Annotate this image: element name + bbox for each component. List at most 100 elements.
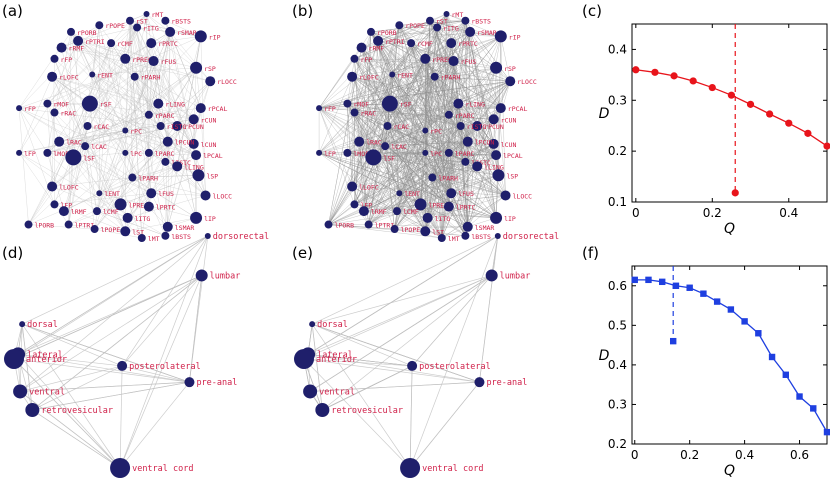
edge	[165, 20, 201, 37]
edge	[151, 193, 168, 227]
edge	[195, 67, 202, 109]
node-rpc	[122, 127, 129, 134]
edge	[70, 31, 126, 153]
edge	[399, 25, 466, 236]
edge	[354, 112, 494, 120]
edge	[441, 195, 506, 239]
node-rfus	[448, 56, 459, 67]
data-point	[823, 142, 830, 150]
edge	[319, 103, 390, 109]
edge	[20, 365, 123, 392]
edge	[347, 103, 360, 142]
node-rsp	[490, 61, 503, 74]
edge	[61, 47, 197, 156]
node-lmt	[437, 234, 446, 242]
edge	[361, 47, 450, 154]
node-label: rPARH	[141, 74, 161, 82]
y-tick-label: 0.3	[608, 397, 627, 411]
node-label: lCUN	[501, 141, 517, 149]
edge	[441, 206, 450, 239]
node-lprec	[414, 198, 427, 211]
edge	[378, 40, 497, 68]
node-label: rPC	[430, 127, 442, 135]
edge	[125, 217, 197, 232]
edge	[358, 141, 395, 230]
node-rcun	[188, 114, 199, 125]
node-label: rPORB	[377, 29, 397, 37]
edge	[441, 152, 450, 239]
plot-frame	[631, 265, 828, 445]
edge	[318, 107, 369, 225]
edge	[467, 175, 499, 227]
node-label: lPARC	[155, 150, 175, 158]
node-label: lCUN	[201, 141, 217, 149]
edge	[368, 177, 433, 225]
node-rent	[389, 71, 396, 78]
net-d-edges	[13, 235, 209, 469]
network-d: dorsorectallumbardorsallateralanteriorpo…	[4, 232, 269, 478]
edge	[54, 58, 206, 196]
data-point	[810, 405, 817, 412]
x-axis-label: Q	[724, 463, 735, 479]
edge	[54, 192, 152, 205]
node-rmt	[143, 11, 150, 17]
node-lpope	[90, 225, 99, 234]
node-label: lST	[132, 228, 144, 236]
edge	[392, 20, 431, 75]
edge	[347, 103, 353, 187]
edge	[151, 192, 206, 196]
edge	[467, 141, 497, 156]
node-label: lMT	[448, 235, 460, 243]
edge	[500, 36, 506, 196]
node-label: lST	[432, 228, 444, 236]
edge	[354, 40, 379, 113]
node-rparh	[130, 72, 139, 81]
edge	[479, 235, 499, 383]
node-lfp	[316, 149, 323, 156]
data-point	[755, 330, 762, 337]
data-point	[686, 284, 693, 291]
node-rlocc	[205, 76, 216, 87]
edge	[354, 204, 397, 212]
edge	[469, 31, 494, 144]
edge	[110, 20, 131, 44]
edge	[370, 31, 421, 205]
edge	[394, 152, 426, 230]
node-label: posterolateral	[129, 362, 201, 372]
edge	[352, 76, 468, 142]
edge	[448, 152, 497, 156]
node-rfp2	[316, 105, 323, 112]
node-label: lISTC	[471, 159, 491, 167]
edge	[136, 27, 194, 145]
edge	[396, 25, 400, 212]
node-label: rLOFC	[59, 74, 79, 82]
edge	[354, 112, 426, 232]
node-rmof	[343, 99, 352, 108]
edge	[89, 103, 152, 194]
edge	[318, 76, 353, 153]
edge	[385, 145, 506, 196]
edge	[146, 13, 206, 196]
node-rpope	[395, 21, 404, 30]
edge	[51, 76, 206, 196]
node-lparc	[144, 148, 153, 157]
node-pre-anal	[184, 377, 195, 388]
node-label: rMT	[452, 11, 464, 19]
edge	[363, 192, 400, 212]
node-label: rCUN	[201, 116, 217, 124]
node-label: pre-anal	[486, 378, 527, 388]
panel-label-f: (f)	[582, 244, 599, 262]
node-rling	[153, 98, 164, 109]
node-label: lLOFC	[59, 183, 79, 191]
node-lpcun	[162, 136, 173, 147]
node-label: lFUS	[158, 190, 174, 198]
edge	[165, 31, 171, 236]
node-label: rPTRI	[85, 38, 105, 46]
edge	[453, 60, 499, 176]
node-label: rSP	[204, 65, 216, 73]
node-label: lITG	[435, 215, 451, 223]
edge	[448, 81, 511, 207]
edge	[373, 40, 379, 158]
node-lcac	[381, 142, 390, 151]
